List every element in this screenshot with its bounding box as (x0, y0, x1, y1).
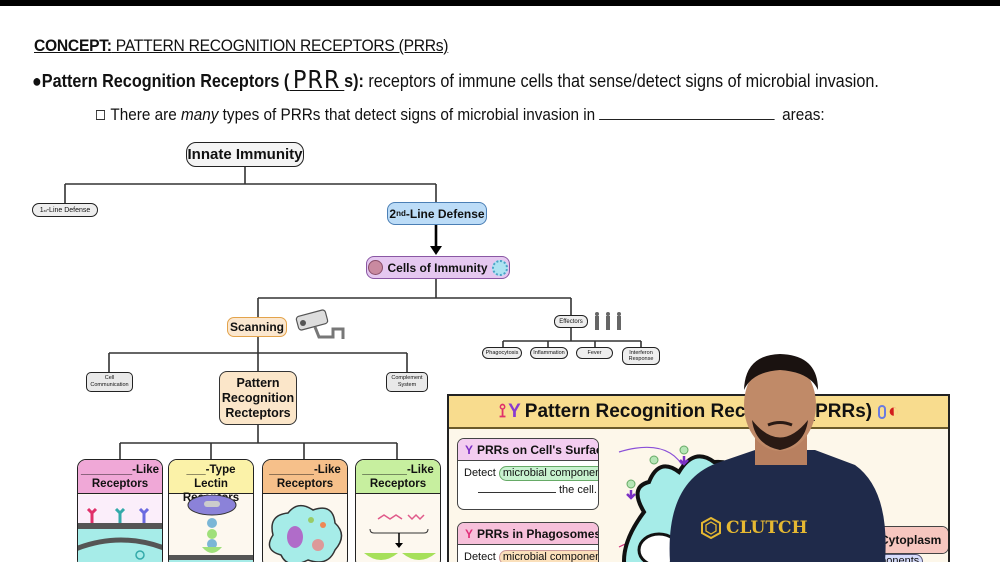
panel-title-bar: ⟟ Y Pattern Recognition Receptors (PRRs)… (449, 396, 948, 429)
hexagon-logo-icon (701, 517, 721, 539)
arrow-down-icon (430, 246, 442, 255)
cell-cytoplasm-illustration (263, 495, 347, 562)
microbial-components-pill: microbial components (498, 466, 598, 481)
effectors-node: Effectors (554, 315, 588, 328)
presenter-video: CLUTCH (660, 350, 890, 562)
handwritten-answer: PRR (289, 67, 345, 92)
receptor-icon: Y (465, 442, 474, 457)
innate-immunity-node: Innate Immunity (186, 142, 304, 167)
fill-in-blank (598, 106, 775, 120)
pattern-recognition-receptors-node: Pattern Recognition Recteptors (219, 371, 297, 425)
bullet-line: There are many types of PRRs that detect… (96, 105, 825, 125)
inflammation-node: Inflammation (530, 347, 568, 359)
complement-system-node: Complement System (386, 372, 428, 392)
interferon-response-node: Interferon Response (622, 347, 660, 365)
receptor-icon: ⟟ (499, 400, 507, 422)
soldiers-icon (595, 312, 621, 330)
cell-communication-node: Cell Communication (86, 372, 133, 392)
phagocytosis-node: Phagocytosis (482, 347, 522, 359)
checkbox-bullet-icon (96, 109, 105, 120)
concept-heading: CONCEPT: PATTERN RECOGNITION RECEPTORS (… (34, 36, 449, 55)
rna-illustration (356, 495, 440, 562)
top-bar (0, 0, 1000, 6)
microbe-icon (878, 404, 887, 419)
cells-of-immunity-node: Cells of Immunity (366, 256, 510, 279)
clutch-logo: CLUTCH (700, 517, 808, 539)
membrane-receptors-illustration (78, 495, 162, 562)
security-camera-icon (295, 309, 345, 339)
crescent-icon: ◐ (888, 400, 900, 422)
microbial-components-pill: microbial components (498, 550, 598, 562)
fever-node: Fever (576, 347, 613, 359)
receptor-icon: Y (508, 400, 521, 422)
cell-icon (368, 260, 384, 275)
receptor-card-c-type-lectin: ___-Type LectinReceptors (168, 459, 254, 562)
lectin-receptor-illustration (169, 494, 253, 562)
scanning-node: Scanning (227, 317, 287, 337)
receptor-icon: Y (465, 526, 474, 541)
fill-in-blank (478, 482, 556, 493)
virus-icon (491, 259, 508, 276)
